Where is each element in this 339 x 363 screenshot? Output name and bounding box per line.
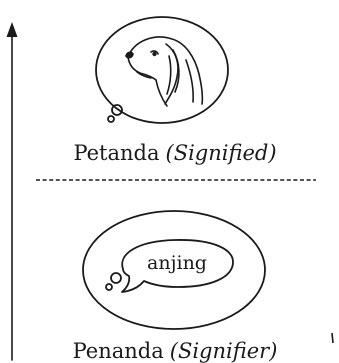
thought-bubble-dot-small (107, 115, 115, 123)
signified-label: Petanda (Signified) (73, 141, 276, 165)
speech-bubble-dot-small (105, 283, 113, 291)
dog-head-icon (125, 36, 204, 107)
speech-bubble (121, 239, 234, 293)
signifier-gloss: (Signifier) (170, 339, 278, 363)
signified-term: Petanda (73, 141, 159, 165)
speech-bubble-dot-large (110, 272, 122, 284)
upward-arrow (6, 22, 18, 361)
signifier-word: anjing (147, 252, 207, 274)
thought-bubble (95, 16, 229, 124)
outer-oval (82, 210, 266, 330)
thought-bubble-dot-large (111, 104, 123, 116)
arrowhead-icon (6, 22, 18, 37)
signified-section: Petanda (Signified) (73, 16, 277, 165)
signifier-label: Penanda(Signifier) (73, 339, 278, 363)
stray-mark (331, 332, 334, 344)
signifier-section: anjing Penanda(Signifier) (73, 210, 278, 363)
signified-gloss: (Signified) (166, 141, 277, 165)
signifier-term: Penanda (73, 339, 164, 363)
